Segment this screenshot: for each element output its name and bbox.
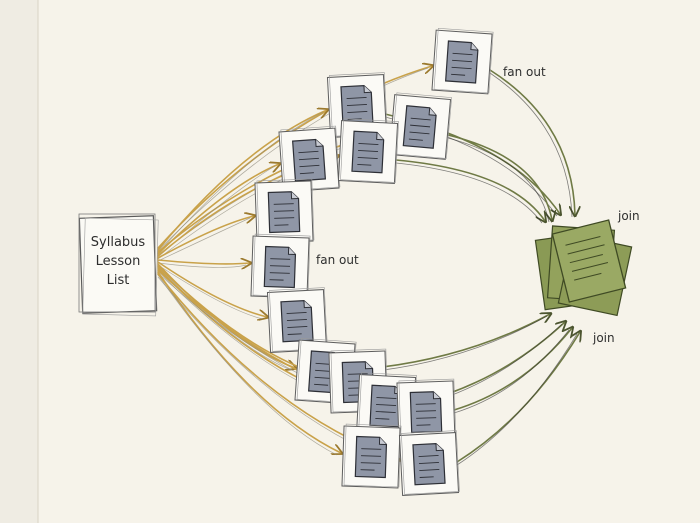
merged-documents-stack bbox=[534, 219, 633, 317]
source-label-line-2: Lesson bbox=[96, 254, 141, 269]
syllabus-lesson-list-node: Syllabus Lesson List bbox=[78, 213, 159, 317]
fan-out-arrow-sketch-line bbox=[157, 262, 247, 268]
join-arrow-sketch-line bbox=[447, 137, 550, 223]
task-node bbox=[388, 92, 453, 160]
task-node bbox=[266, 287, 328, 353]
task-node bbox=[396, 378, 457, 444]
task-node bbox=[337, 118, 399, 184]
fan-out-arrow bbox=[157, 164, 279, 255]
join-arrow bbox=[489, 69, 575, 215]
fan-out-arrow bbox=[157, 260, 250, 264]
join-arrow bbox=[447, 134, 552, 220]
join-arrow-sketch-line bbox=[489, 72, 573, 218]
document-icon bbox=[412, 442, 446, 486]
document-icon bbox=[267, 191, 301, 234]
task-node bbox=[250, 233, 311, 299]
document-icon bbox=[409, 391, 443, 434]
document-icon bbox=[340, 84, 374, 128]
join-arrows bbox=[352, 69, 580, 466]
document-icon bbox=[402, 105, 437, 149]
join-arrow-sketch-line bbox=[453, 329, 570, 414]
fan-out-arrow-sketch-line bbox=[157, 274, 338, 456]
document-icon bbox=[292, 138, 326, 182]
fan-out-arrow-sketch-line bbox=[157, 266, 292, 371]
task-node bbox=[431, 27, 494, 95]
fan-out-task-nodes bbox=[250, 27, 494, 496]
fan-out-label-middle: fan out bbox=[316, 253, 359, 267]
join-label-bottom: join bbox=[592, 331, 615, 345]
task-node bbox=[341, 423, 402, 489]
join-arrow-sketch-line bbox=[395, 162, 543, 224]
document-icon bbox=[351, 130, 385, 174]
fan-out-arrow-sketch-line bbox=[157, 111, 324, 254]
task-node bbox=[398, 430, 460, 496]
fan-out-arrow bbox=[157, 261, 267, 317]
source-label-line-1: Syllabus bbox=[91, 235, 146, 250]
task-node bbox=[254, 178, 315, 244]
fan-out-arrow bbox=[157, 216, 254, 259]
document-icon bbox=[445, 40, 479, 84]
source-label-line-3: List bbox=[107, 273, 130, 288]
document-icon bbox=[369, 384, 403, 428]
join-arrow bbox=[453, 328, 572, 411]
join-arrow bbox=[456, 332, 580, 463]
document-icon bbox=[354, 435, 388, 479]
notebook-edge bbox=[0, 0, 39, 523]
join-label-top: join bbox=[617, 209, 640, 223]
join-arrow-sketch-line bbox=[456, 333, 578, 466]
fan-out-arrow bbox=[157, 110, 327, 251]
fan-out-label-top: fan out bbox=[503, 65, 546, 79]
fan-out-arrow-sketch-line bbox=[157, 264, 264, 320]
document-icon bbox=[280, 299, 314, 343]
join-arrow bbox=[395, 159, 545, 221]
fan-out-arrow bbox=[157, 271, 341, 453]
document-icon bbox=[263, 245, 297, 289]
document-stack-icon bbox=[534, 219, 633, 317]
fan-out-arrow-sketch-line bbox=[157, 217, 251, 262]
